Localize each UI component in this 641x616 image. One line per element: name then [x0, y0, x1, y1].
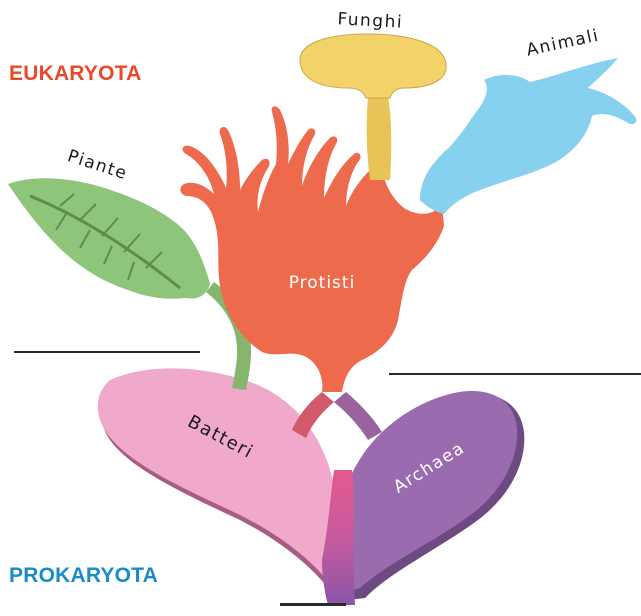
label-protisti: Protisti [289, 273, 356, 293]
label-piante: Piante [65, 146, 130, 184]
fish-icon [420, 58, 636, 214]
leaf-icon [8, 178, 210, 298]
group-label-prokaryota: PROKARYOTA [9, 564, 158, 588]
divider-line-left [14, 351, 200, 353]
group-label-eukaryota: EUKARYOTA [9, 62, 141, 86]
label-animali: Animali [525, 26, 602, 61]
label-funghi: Funghi [337, 9, 404, 32]
divider-line-right [389, 373, 641, 375]
protisti-body [180, 106, 444, 392]
